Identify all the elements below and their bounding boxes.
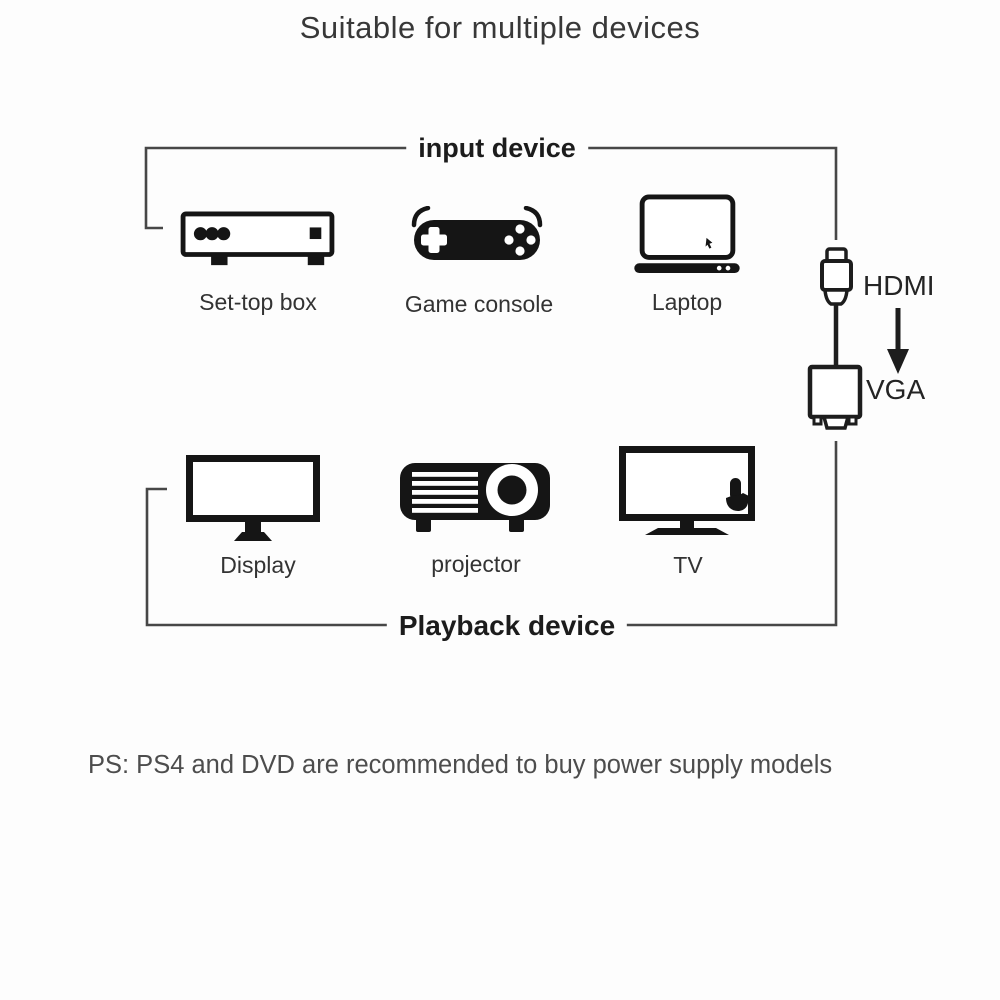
vga-label: VGA: [866, 374, 926, 405]
laptop-icon: [634, 194, 740, 274]
hdmi-label: HDMI: [863, 270, 935, 301]
device-display: [186, 455, 320, 546]
device-label: Display: [220, 552, 296, 578]
projector-icon: [400, 463, 550, 532]
device-label: Set-top box: [199, 289, 317, 315]
device-projector: [399, 462, 551, 541]
down-arrow-icon: [887, 308, 909, 374]
footnote: PS: PS4 and DVD are recommended to buy p…: [88, 751, 833, 779]
playback-bracket-line: [145, 441, 838, 627]
playback-device-heading: Playback device: [386, 610, 628, 641]
input-device-heading: input device: [406, 133, 588, 163]
game-console-icon: [411, 205, 543, 260]
device-label: Laptop: [651, 289, 723, 315]
device-tv: [619, 446, 755, 541]
input-bracket-line: [144, 146, 838, 240]
device-label: Game console: [404, 291, 554, 317]
set-top-box-icon: [180, 211, 335, 266]
device-label: projector: [431, 551, 521, 577]
tv-icon: [619, 446, 755, 535]
display-icon: [186, 455, 320, 541]
tv-remote-glyph: [726, 478, 753, 511]
device-label: TV: [673, 552, 703, 578]
page-title: Suitable for multiple devices: [299, 10, 701, 45]
device-game-console: [411, 205, 543, 267]
vga-adapter-icon: [807, 364, 863, 430]
device-laptop: [632, 194, 742, 279]
device-set-top-box: [180, 211, 335, 274]
hdmi-plug-icon: [820, 247, 853, 367]
